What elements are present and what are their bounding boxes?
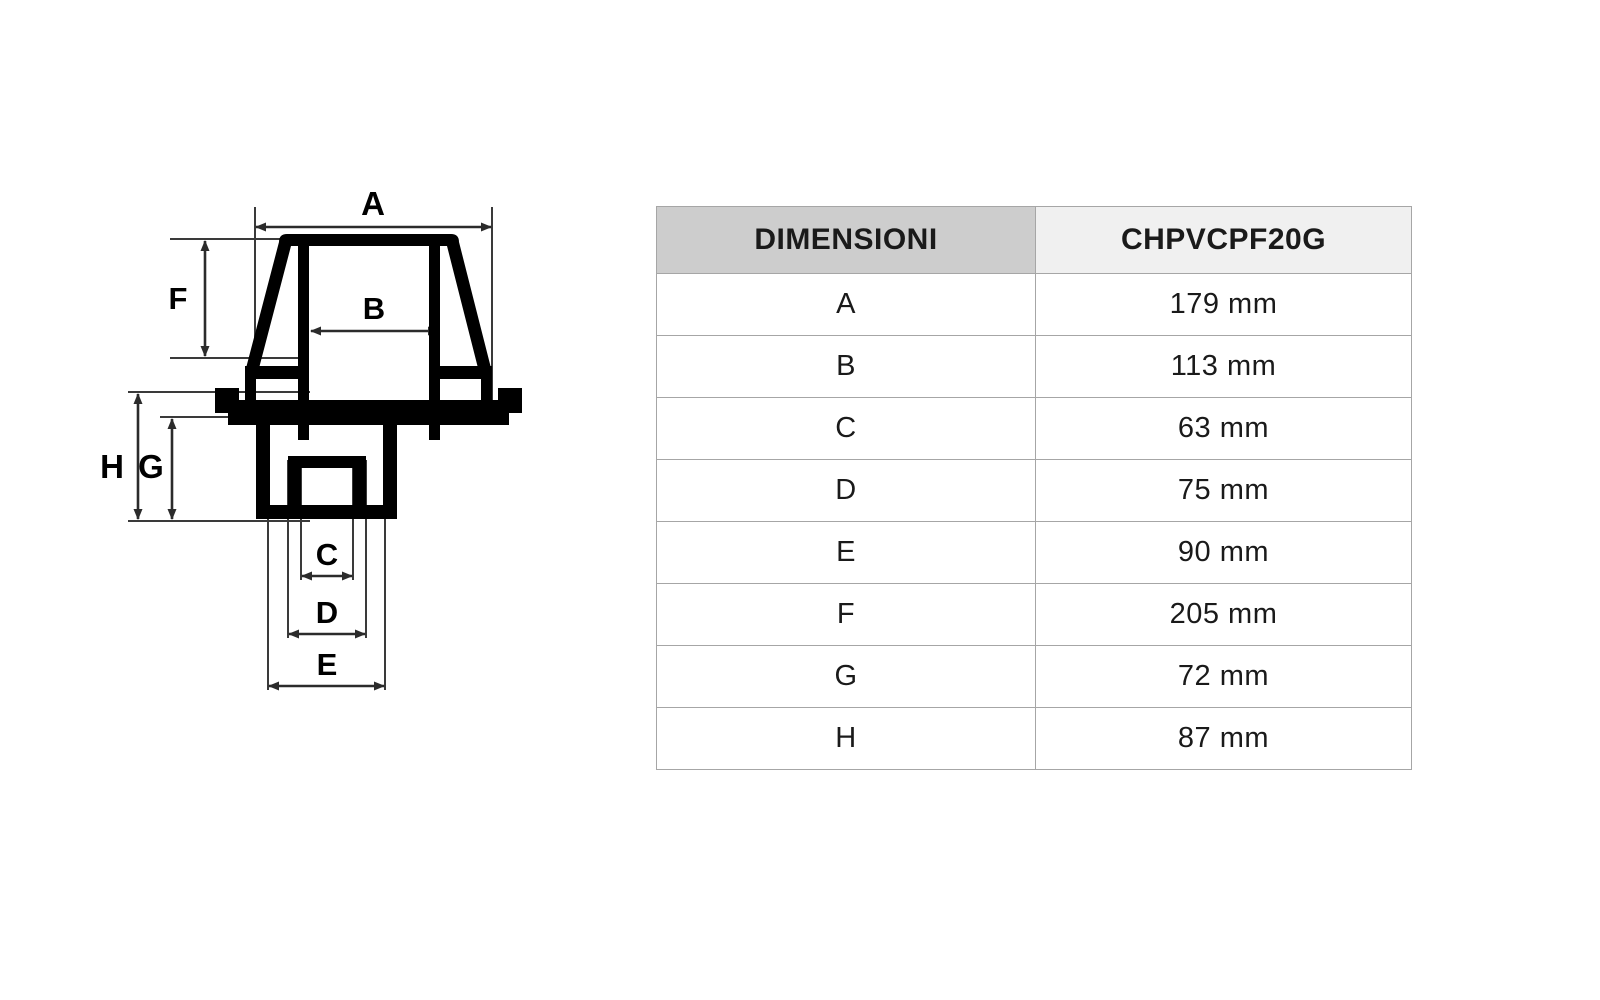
upper-inner-right-wall	[429, 240, 440, 440]
technical-drawing-panel: A B C D E F H G	[60, 160, 580, 760]
lower-body-floor	[256, 505, 397, 519]
dimension-label-cell: C	[656, 397, 1036, 460]
dimension-value-cell: 72 mm	[1035, 645, 1412, 708]
dimension-label-F: F	[169, 281, 188, 316]
flange-plate	[215, 400, 522, 413]
lower-body-right-wall	[383, 419, 397, 519]
lower-body-left-wall	[256, 419, 270, 519]
mid-collar-left	[245, 366, 256, 400]
product-body-outline	[215, 234, 522, 519]
flange-tab-left	[215, 388, 239, 413]
dimension-label-cell: F	[656, 583, 1036, 646]
mid-collar-right	[481, 366, 492, 400]
dimension-label-D: D	[316, 595, 338, 630]
dimension-label-E: E	[317, 647, 338, 682]
upper-shell-left-wall	[245, 234, 298, 372]
header-product-code: CHPVCPF20G	[1035, 206, 1412, 274]
dimension-lines	[133, 222, 492, 691]
dimension-label-C: C	[316, 537, 338, 572]
dimension-label-cell: A	[656, 273, 1036, 336]
flange-underside-band	[228, 413, 509, 425]
upper-shell-right-wall	[440, 234, 492, 372]
dimension-label-cell: D	[656, 459, 1036, 522]
spigot-top-cap	[288, 456, 366, 468]
upper-shell-top-rail	[287, 234, 451, 246]
dimension-label-cell: B	[656, 335, 1036, 398]
spigot-right-wall	[353, 456, 366, 519]
dimension-label-cell: H	[656, 707, 1036, 770]
dimension-label-A: A	[361, 185, 385, 222]
table-header: DIMENSIONI CHPVCPF20G	[656, 206, 1412, 274]
spigot-left-wall	[288, 456, 301, 519]
shoulder-band-left	[245, 366, 299, 379]
flange-tab-right	[498, 388, 522, 413]
table-header-row: DIMENSIONI CHPVCPF20G	[656, 206, 1412, 274]
dimension-label-group: A B C D E F H G	[100, 185, 385, 682]
product-cross-section-drawing: A B C D E F H G	[100, 185, 522, 691]
dimension-value-cell: 90 mm	[1035, 521, 1412, 584]
header-dimensioni: DIMENSIONI	[656, 206, 1036, 274]
dimension-value-cell: 179 mm	[1035, 273, 1412, 336]
dimension-value-cell: 75 mm	[1035, 459, 1412, 522]
dimension-value-cell: 63 mm	[1035, 397, 1412, 460]
shoulder-band-right	[439, 366, 492, 379]
dimension-label-H: H	[100, 448, 124, 485]
dimension-label-cell: E	[656, 521, 1036, 584]
dimension-value-cell: 87 mm	[1035, 707, 1412, 770]
dimension-label-B: B	[363, 291, 385, 326]
dimension-value-cell: 205 mm	[1035, 583, 1412, 646]
dimension-label-G: G	[138, 448, 164, 485]
upper-inner-left-wall	[298, 240, 309, 440]
dimension-label-cell: G	[656, 645, 1036, 708]
dimension-value-cell: 113 mm	[1035, 335, 1412, 398]
